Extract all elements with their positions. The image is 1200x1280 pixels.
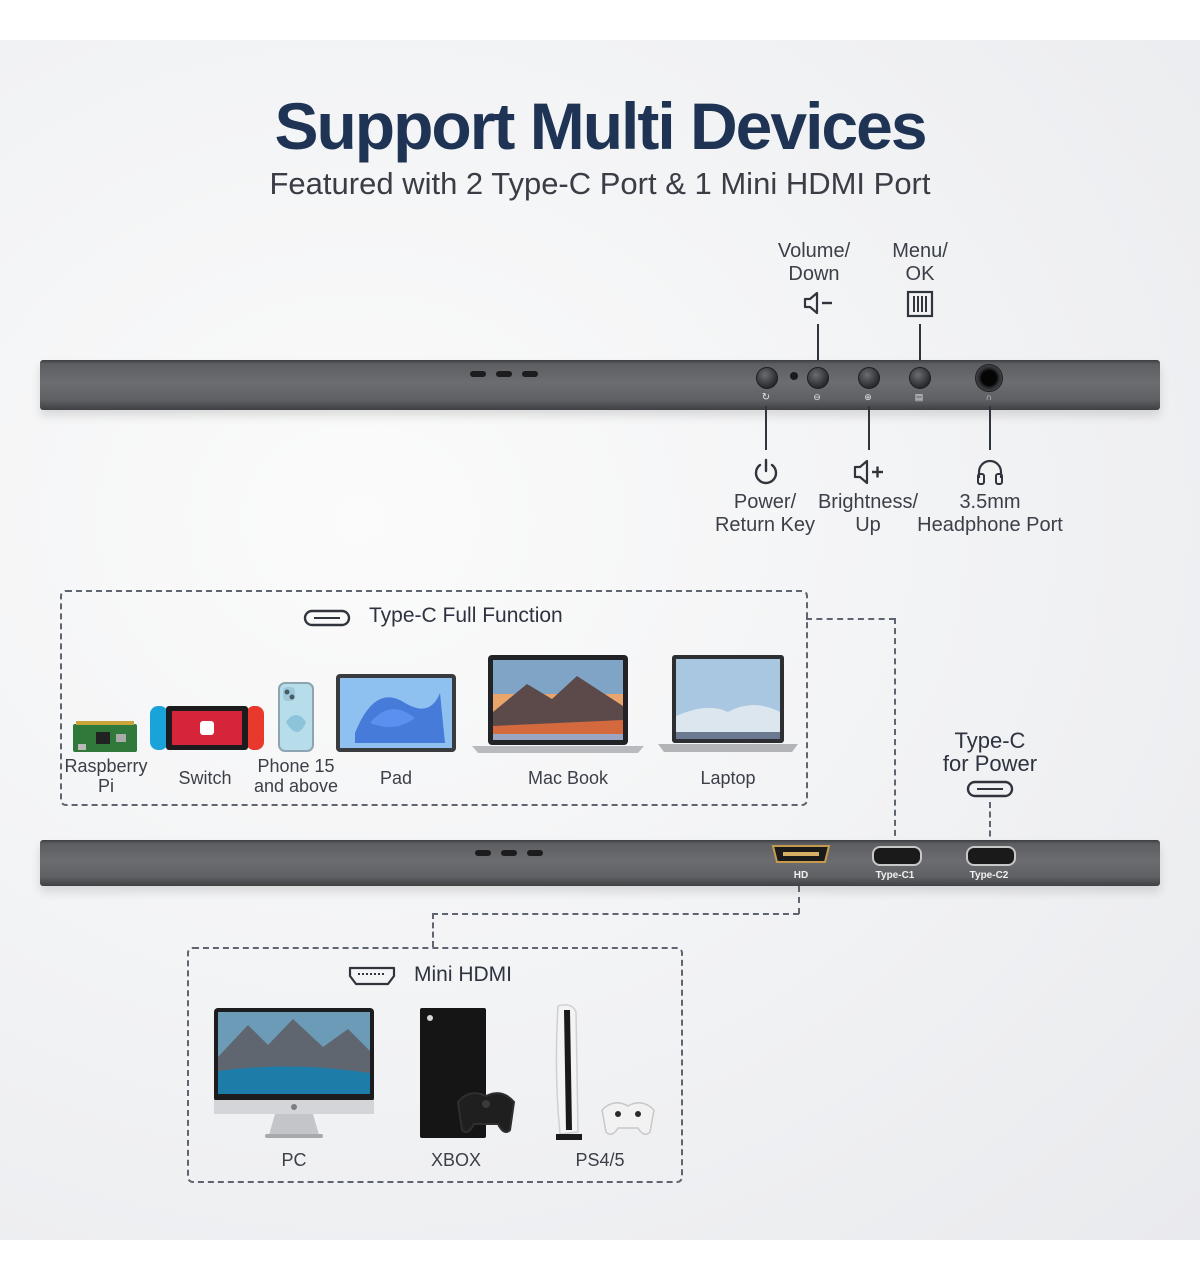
playstation-icon: [555, 1004, 655, 1140]
product-infographic: Support Multi Devices Featured with 2 Ty…: [0, 40, 1200, 1240]
typec-port-icon: [303, 609, 351, 627]
menu-ok-label-line1: Menu/: [892, 240, 948, 262]
typec2-port[interactable]: [966, 846, 1016, 866]
device-label-macbook: Mac Book: [527, 768, 609, 788]
device-label-line2: and above: [253, 776, 339, 796]
power-leader: [765, 406, 767, 450]
typec-power-icon: [966, 780, 1014, 798]
power-button[interactable]: [756, 367, 778, 389]
volume-engraving-icon: ⊖: [813, 392, 821, 402]
power-port-label: Type-C for Power: [925, 729, 1055, 775]
page-subtitle: Featured with 2 Type-C Port & 1 Mini HDM…: [269, 166, 931, 201]
headphone-engraving-icon: ∩: [985, 392, 993, 402]
power-led: [790, 372, 798, 380]
typec1-port[interactable]: [872, 846, 922, 866]
menu-ok-label: Menu/ OK: [870, 240, 970, 286]
typec-box-title: Type-C Full Function: [369, 604, 563, 627]
macbook-icon: [472, 655, 644, 753]
device-label-laptop: Laptop: [700, 768, 756, 788]
typec1-connector-v: [894, 618, 896, 846]
typec1-connector-h: [806, 618, 895, 620]
brightness-label-line1: Brightness/: [817, 491, 919, 513]
menu-ok-button[interactable]: [909, 367, 931, 389]
menu-engraving-icon: ▤: [914, 392, 924, 402]
vent-slot: [501, 850, 517, 856]
volume-down-leader: [817, 324, 819, 370]
device-label-xbox: XBOX: [430, 1150, 482, 1170]
brightness-label: Brightness/ Up: [810, 491, 926, 537]
monitor-edge-buttons: [40, 360, 1160, 410]
tablet-icon: [336, 674, 456, 752]
device-label-line1: Raspberry: [64, 756, 148, 776]
headphone-label-line2: Headphone Port: [917, 514, 1063, 536]
device-label-raspberry: Raspberry Pi: [60, 756, 152, 796]
power-engraving-icon: ↻: [761, 392, 771, 403]
menu-ok-leader: [919, 324, 921, 370]
typec1-port-label: Type-C1: [875, 870, 915, 881]
volume-down-button[interactable]: [807, 367, 829, 389]
device-label-phone: Phone 15 and above: [246, 756, 346, 796]
power-port-connector: [989, 802, 991, 846]
brightness-engraving-icon: ⊕: [864, 392, 872, 402]
typec-function-box: [60, 590, 808, 806]
device-label-pc: PC: [281, 1150, 307, 1170]
headphone-icon: [977, 459, 1003, 485]
power-port-label-line1: Type-C: [954, 728, 1026, 753]
power-label-line1: Power/: [733, 491, 797, 513]
hdmi-port-icon: [348, 966, 396, 986]
vent-slot: [470, 371, 486, 377]
raspberry-pi-icon: [73, 721, 137, 752]
hdmi-connector-down: [432, 913, 434, 947]
hdmi-box-title: Mini HDMI: [414, 963, 512, 986]
laptop-icon: [658, 655, 798, 752]
power-icon: [754, 458, 778, 485]
phone-icon: [278, 682, 314, 752]
device-label-line1: Phone 15: [257, 756, 335, 776]
xbox-icon: [420, 1008, 516, 1138]
typec2-port-label: Type-C2: [969, 870, 1009, 881]
power-label-line2: Return Key: [714, 514, 816, 536]
hdmi-connector-v: [798, 886, 800, 914]
vent-slot: [522, 371, 538, 377]
volume-down-label: Volume/ Down: [764, 240, 864, 286]
device-label-pad: Pad: [379, 768, 413, 788]
volume-down-icon: [803, 291, 832, 315]
menu-ok-label-line2: OK: [905, 263, 935, 285]
hdmi-port-label: HD: [793, 870, 809, 881]
mini-hdmi-port[interactable]: [771, 844, 831, 864]
headphone-label: 3.5mm Headphone Port: [912, 491, 1068, 537]
device-label-switch: Switch: [178, 768, 232, 788]
mini-hdmi-box: [187, 947, 683, 1183]
headphone-jack[interactable]: [975, 364, 1003, 392]
device-label-line2: Pi: [97, 776, 114, 796]
page-title: Support Multi Devices: [274, 89, 927, 163]
power-label: Power/ Return Key: [700, 491, 830, 537]
menu-icon: [906, 290, 934, 318]
switch-icon: [150, 706, 264, 750]
volume-down-label-line2: Down: [788, 263, 840, 285]
imac-icon: [214, 1008, 374, 1138]
vent-slot: [496, 371, 512, 377]
volume-up-icon: [853, 459, 883, 485]
volume-down-label-line1: Volume/: [777, 240, 851, 262]
brightness-up-button[interactable]: [858, 367, 880, 389]
brightness-label-line2: Up: [855, 514, 881, 536]
vent-slot: [475, 850, 491, 856]
device-label-ps: PS4/5: [575, 1150, 625, 1170]
headphone-leader: [989, 406, 991, 450]
vent-slot: [527, 850, 543, 856]
hdmi-connector-h: [432, 913, 799, 915]
headphone-label-line1: 3.5mm: [959, 491, 1021, 513]
power-port-label-line2: for Power: [942, 751, 1038, 776]
brightness-leader: [868, 406, 870, 450]
